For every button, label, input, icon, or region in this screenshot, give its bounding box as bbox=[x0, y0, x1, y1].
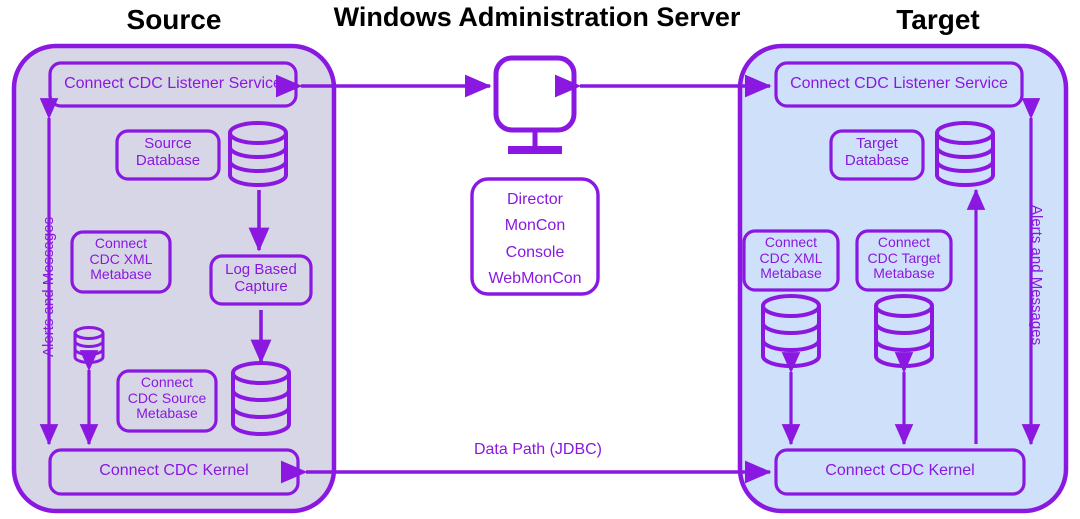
source-alerts-and-messages-label: Alerts and Messages bbox=[40, 216, 57, 357]
target-listener-service-box[interactable] bbox=[774, 61, 1024, 108]
monitor-icon bbox=[493, 55, 577, 154]
target-alerts-and-messages-label: Alerts and Messages bbox=[1028, 205, 1045, 346]
source-database-cylinder bbox=[228, 121, 288, 187]
target-metabase-cylinder bbox=[874, 294, 934, 368]
center-tools-box[interactable] bbox=[470, 177, 600, 296]
target-cdc-xml-metabase-box[interactable] bbox=[742, 229, 840, 292]
source-kernel-box[interactable] bbox=[48, 448, 300, 496]
target-database-cylinder bbox=[935, 121, 995, 187]
source-cdc-xml-metabase-box[interactable] bbox=[70, 230, 172, 294]
header-center: Windows Administration Server bbox=[333, 2, 741, 32]
header-source: Source bbox=[126, 4, 222, 35]
source-cdc-source-metabase-box[interactable] bbox=[116, 369, 218, 433]
target-kernel-box[interactable] bbox=[774, 448, 1026, 496]
target-cdc-target-metabase-box[interactable] bbox=[855, 229, 953, 292]
source-log-based-capture-box[interactable] bbox=[209, 254, 313, 306]
source-database-box[interactable] bbox=[115, 129, 221, 181]
header-target: Target bbox=[896, 4, 980, 35]
source-listener-service-box[interactable] bbox=[48, 61, 298, 108]
target-database-box[interactable] bbox=[829, 129, 925, 181]
